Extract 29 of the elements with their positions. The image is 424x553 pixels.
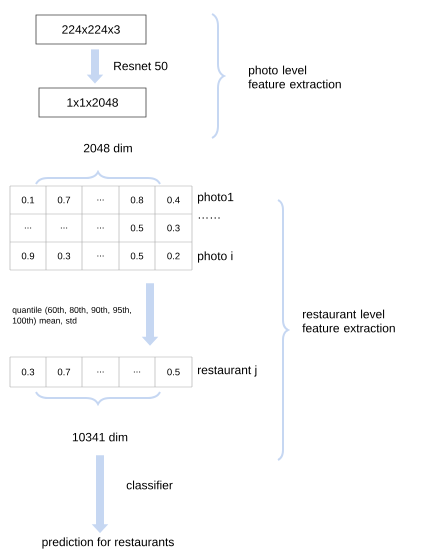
annotation: photo level feature extraction: [248, 66, 341, 88]
table-cell: 0.3: [22, 368, 34, 376]
table-cell: 0.5: [167, 368, 180, 376]
table-cell: 0.1: [22, 196, 34, 204]
edge-label: Resnet 50: [114, 62, 168, 70]
edge-label: classifier: [126, 480, 173, 490]
table-cell: 0.7: [58, 196, 70, 204]
text-box: 224x224x3: [36, 14, 146, 44]
table-cell: 0.8: [130, 196, 144, 204]
table-cell: 0.3: [167, 224, 180, 232]
row-label: ……: [198, 217, 220, 219]
table-cell: 0.5: [130, 224, 144, 232]
table-cell: 0.5: [130, 252, 144, 260]
table-cell: 0.7: [58, 368, 70, 376]
row-label: restaurant j: [198, 365, 256, 377]
data-table: [10, 356, 192, 388]
table-cell: 0.2: [167, 252, 180, 260]
table-cell: 0.9: [22, 252, 34, 260]
table-cell: 0.3: [58, 252, 70, 260]
annotation: 2048 dim: [84, 144, 132, 152]
edge-label: quantile (60th, 80th, 90th, 95th, 100th) mean, std: [12, 306, 131, 326]
text-box: 1x1x2048: [38, 88, 146, 118]
annotation: 10341 dim: [72, 432, 128, 442]
row-label: photo1: [198, 192, 234, 204]
annotation: restaurant level feature extraction: [302, 310, 395, 332]
row-label: photo i: [198, 251, 232, 263]
data-table: [10, 186, 192, 270]
table-cell: 0.4: [167, 196, 180, 204]
output-text: prediction for restaurants: [42, 537, 174, 549]
